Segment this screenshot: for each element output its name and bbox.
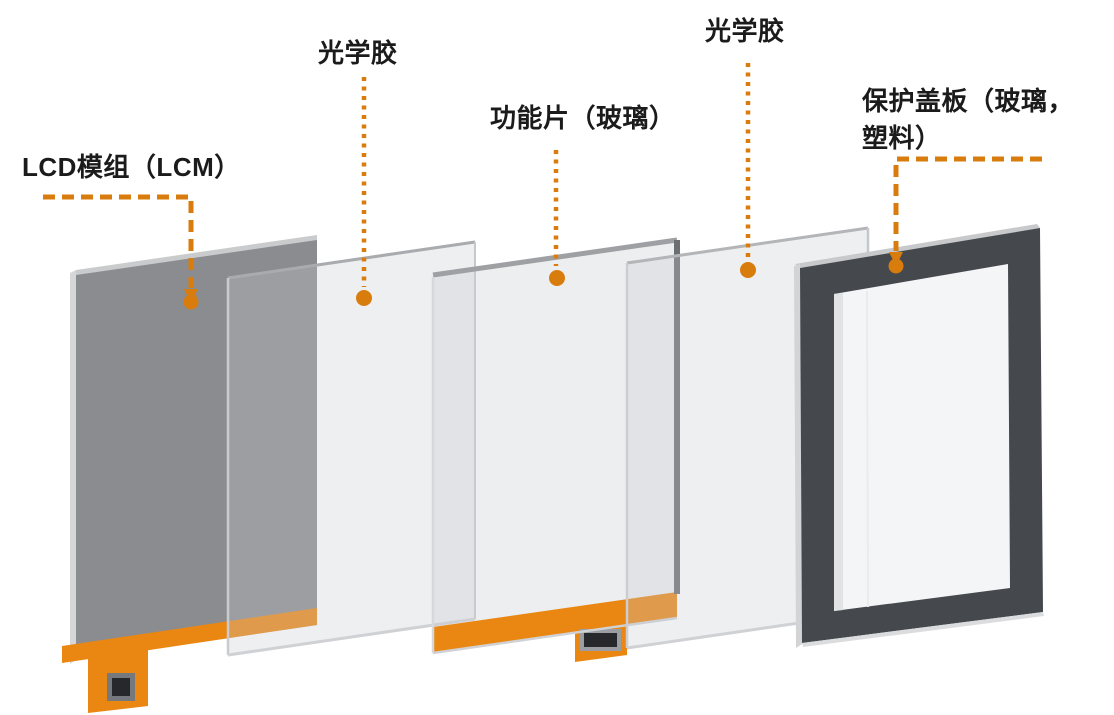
leader-function-sheet-pointer-dot <box>549 270 565 286</box>
leader-lcm-line <box>43 194 194 288</box>
cover-window-reflection <box>866 290 869 608</box>
leader-lcm <box>43 194 199 310</box>
label-function-sheet: 功能片（玻璃） <box>490 103 676 133</box>
oca1-layer <box>226 240 476 657</box>
cover-left-edge <box>794 264 802 648</box>
cover-window <box>834 264 1010 611</box>
leader-cover-pointer-dot <box>888 258 904 274</box>
leader-function-sheet <box>549 150 565 286</box>
leader-oca1 <box>356 77 372 306</box>
lcm-driver-chip <box>112 678 130 696</box>
cover-bottom-edge <box>802 612 1044 647</box>
cover-plate-layer <box>794 224 1044 648</box>
leader-oca2-pointer-dot <box>740 262 756 278</box>
leader-cover <box>888 156 1042 274</box>
label-oca2: 光学胶 <box>704 16 785 46</box>
oca1-sheet <box>228 242 475 655</box>
lcm-top-edge <box>76 235 317 276</box>
function-sheet-bottom-edge <box>432 616 678 655</box>
function-sheet <box>433 242 677 653</box>
lcm-left-edge <box>70 270 76 664</box>
lcm-panel <box>76 240 317 660</box>
label-cover-line2: 塑料） <box>862 123 942 153</box>
leader-cover-line <box>893 156 1042 251</box>
oca1-top-edge <box>227 240 476 280</box>
cover-window-left-band <box>834 293 843 611</box>
leader-oca1-pointer-dot <box>356 290 372 306</box>
label-oca1: 光学胶 <box>317 38 398 68</box>
function-sheet-fpc-strip <box>433 592 677 653</box>
lcm-layer <box>62 235 317 713</box>
function-sheet-layer <box>431 237 680 662</box>
lcm-fpc-strip <box>62 608 317 663</box>
label-cover-line1: 保护盖板（玻璃， <box>861 86 1074 116</box>
cover-top-edge <box>795 224 1040 268</box>
leader-lcm-pointer-dot <box>183 294 199 310</box>
layer-labels: LCD模组（LCM） 光学胶 功能片（玻璃） 光学胶 保护盖板（玻璃， 塑料） <box>22 16 1074 182</box>
label-lcm: LCD模组（LCM） <box>22 152 241 182</box>
function-sheet-connector <box>584 633 617 647</box>
leader-oca2 <box>740 63 756 278</box>
